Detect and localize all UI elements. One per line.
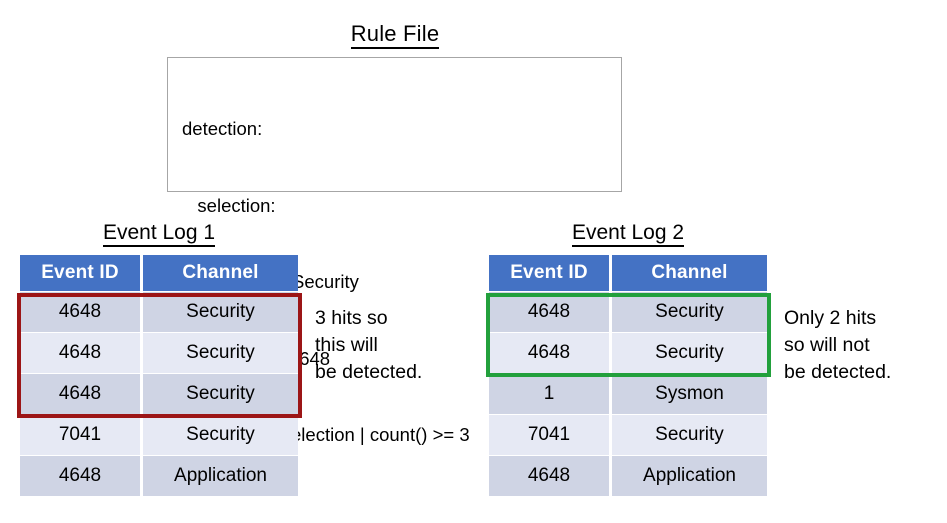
table-header-row: Event ID Channel (489, 255, 767, 291)
cell-channel: Security (612, 333, 767, 373)
cell-event-id: 1 (489, 374, 609, 414)
column-header-event-id: Event ID (489, 255, 609, 291)
cell-event-id: 7041 (489, 415, 609, 455)
table-row: 4648 Security (20, 333, 298, 373)
column-header-channel: Channel (612, 255, 767, 291)
cell-channel: Security (143, 415, 298, 455)
cell-channel: Security (612, 292, 767, 332)
table-header-row: Event ID Channel (20, 255, 298, 291)
table-row: 4648 Application (20, 456, 298, 496)
cell-channel: Security (143, 292, 298, 332)
cell-channel: Security (143, 333, 298, 373)
cell-event-id: 7041 (20, 415, 140, 455)
event-log-1-title: Event Log 1 (20, 220, 298, 247)
rule-file-box: detection: selection: Channel: Security … (167, 57, 622, 445)
cell-event-id: 4648 (489, 292, 609, 332)
column-header-event-id: Event ID (20, 255, 140, 291)
rule-file-title: Rule File (0, 20, 790, 49)
note-event-log-1: 3 hits so this will be detected. (315, 307, 423, 383)
cell-channel: Application (143, 456, 298, 496)
column-header-channel: Channel (143, 255, 298, 291)
cell-event-id: 4648 (489, 333, 609, 373)
cell-event-id: 4648 (20, 333, 140, 373)
table-row: 4648 Security (20, 292, 298, 332)
cell-event-id: 4648 (20, 374, 140, 414)
cell-event-id: 4648 (20, 456, 140, 496)
cell-event-id: 4648 (20, 292, 140, 332)
table-row: 4648 Security (489, 292, 767, 332)
table-row: 4648 Application (489, 456, 767, 496)
cell-event-id: 4648 (489, 456, 609, 496)
cell-channel: Application (612, 456, 767, 496)
cell-channel: Sysmon (612, 374, 767, 414)
table-row: 4648 Security (489, 333, 767, 373)
cell-channel: Security (143, 374, 298, 414)
event-log-2-table: Event ID Channel 4648 Security 4648 Secu… (489, 255, 767, 496)
table-row: 4648 Security (20, 374, 298, 414)
table-row: 7041 Security (20, 415, 298, 455)
cell-channel: Security (612, 415, 767, 455)
event-log-1-table: Event ID Channel 4648 Security 4648 Secu… (20, 255, 298, 496)
event-log-2-title-text: Event Log 2 (571, 221, 685, 247)
rule-line-selection: selection: (182, 194, 276, 216)
rule-file-title-text: Rule File (350, 21, 440, 49)
event-log-2-title: Event Log 2 (489, 220, 767, 247)
event-log-1-title-text: Event Log 1 (102, 221, 216, 247)
rule-line-detection: detection: (182, 118, 263, 139)
table-row: 1 Sysmon (489, 374, 767, 414)
table-row: 7041 Security (489, 415, 767, 455)
note-event-log-2: Only 2 hits so will not be detected. (784, 307, 892, 383)
